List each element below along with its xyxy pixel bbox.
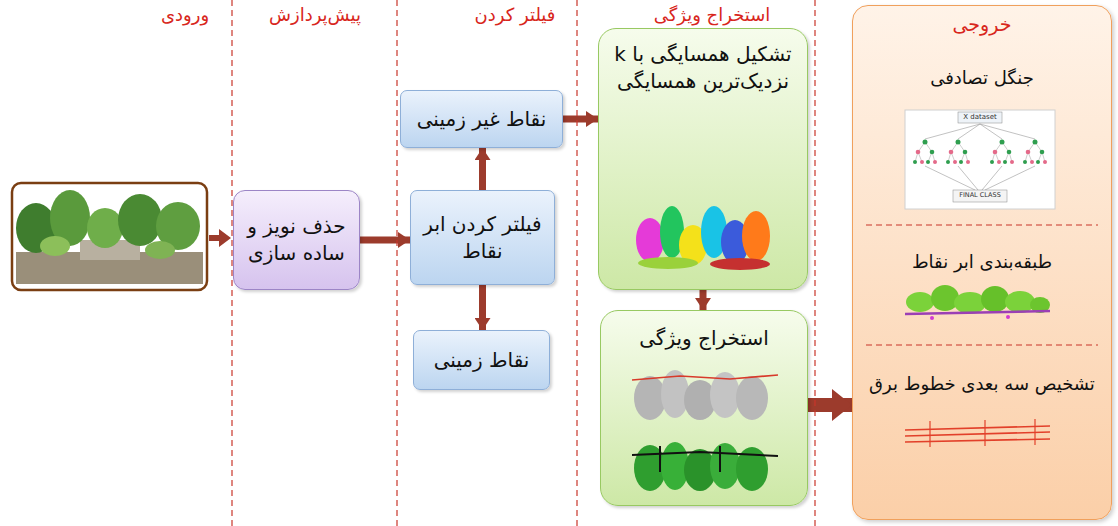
forest-link (925, 124, 1035, 139)
flow-arrow (700, 290, 707, 310)
feature-line (632, 452, 778, 456)
class-points (930, 316, 934, 320)
input-tree (87, 208, 123, 248)
forest-tree (913, 140, 937, 165)
class-points (981, 286, 1009, 312)
forest-tree (946, 140, 970, 165)
power-line (984, 420, 985, 446)
input-image-frame (12, 183, 207, 290)
flow-arrow (360, 237, 410, 244)
class-points (1005, 291, 1035, 313)
output-panel: خروجی جنگل تصادفی طبقه‌بندی ابر نقاط تشخیص … (852, 5, 1112, 520)
forest-link (925, 166, 1035, 190)
input-arrow (209, 229, 231, 247)
input-tree (118, 194, 162, 246)
panel-separator (866, 224, 1098, 225)
power-line (905, 426, 1050, 430)
column-heading: استخراج ویژگی (632, 4, 792, 26)
image-caption: X dataset (950, 114, 1010, 122)
class-points (1006, 315, 1010, 319)
forest-tree (990, 140, 1014, 165)
filter-box: فیلتر کردن ابر نقاط (410, 190, 555, 285)
box-label: نقاط غیر زمینی (409, 106, 554, 133)
flow-arrow (563, 116, 598, 123)
feature-points (710, 443, 740, 489)
class-points (931, 285, 959, 311)
point-cluster (638, 257, 698, 269)
power-line (1034, 419, 1035, 445)
point-cluster (636, 218, 664, 262)
class-box: نقاط زمینی (413, 330, 550, 390)
input-tree (40, 236, 70, 256)
class-line (905, 311, 1050, 314)
column-separator (576, 0, 577, 526)
point-cluster (742, 211, 770, 261)
point-cluster (710, 258, 770, 270)
class-box: نقاط غیر زمینی (400, 90, 563, 148)
class-points (906, 292, 934, 312)
column-heading: فیلتر کردن (435, 4, 595, 26)
box-label: فیلتر کردن ابر نقاط (419, 211, 546, 265)
box-label: نقاط زمینی (422, 347, 541, 374)
panel-heading: خروجی (853, 12, 1111, 38)
column-heading: پیش‌پردازش (235, 4, 395, 26)
panel-separator (866, 344, 1098, 345)
power-line (905, 432, 1050, 436)
column-heading: ورودی (105, 4, 265, 26)
process-box: حذف نویز و ساده سازی (233, 190, 360, 290)
box-label: حذف نویز و ساده سازی (242, 213, 351, 267)
power-line (929, 421, 930, 447)
flow-arrow (479, 285, 486, 330)
power-line (905, 439, 1050, 442)
feature-line (719, 446, 721, 472)
class-points (954, 292, 986, 314)
feature-line (632, 375, 778, 380)
box-label: تشکیل همسایگی با k نزدیک‌ترین همسایگی (607, 41, 799, 95)
feature-points (736, 376, 768, 420)
box-label: استخراج ویژگی (609, 325, 799, 352)
column-separator (814, 0, 815, 526)
flow-arrow (479, 148, 486, 190)
column-separator (396, 0, 397, 526)
image-caption: FINAL CLASS (950, 192, 1010, 199)
output-item: تشخیص سه بعدی خطوط برق (853, 372, 1111, 396)
forest-tree (1023, 140, 1047, 165)
input-tree (145, 241, 175, 259)
output-item: طبقه‌بندی ابر نقاط (853, 250, 1111, 274)
feature-line (659, 446, 661, 472)
output-item: جنگل تصادفی (853, 66, 1111, 90)
column-separator (231, 0, 232, 526)
forest-image (905, 110, 1055, 209)
